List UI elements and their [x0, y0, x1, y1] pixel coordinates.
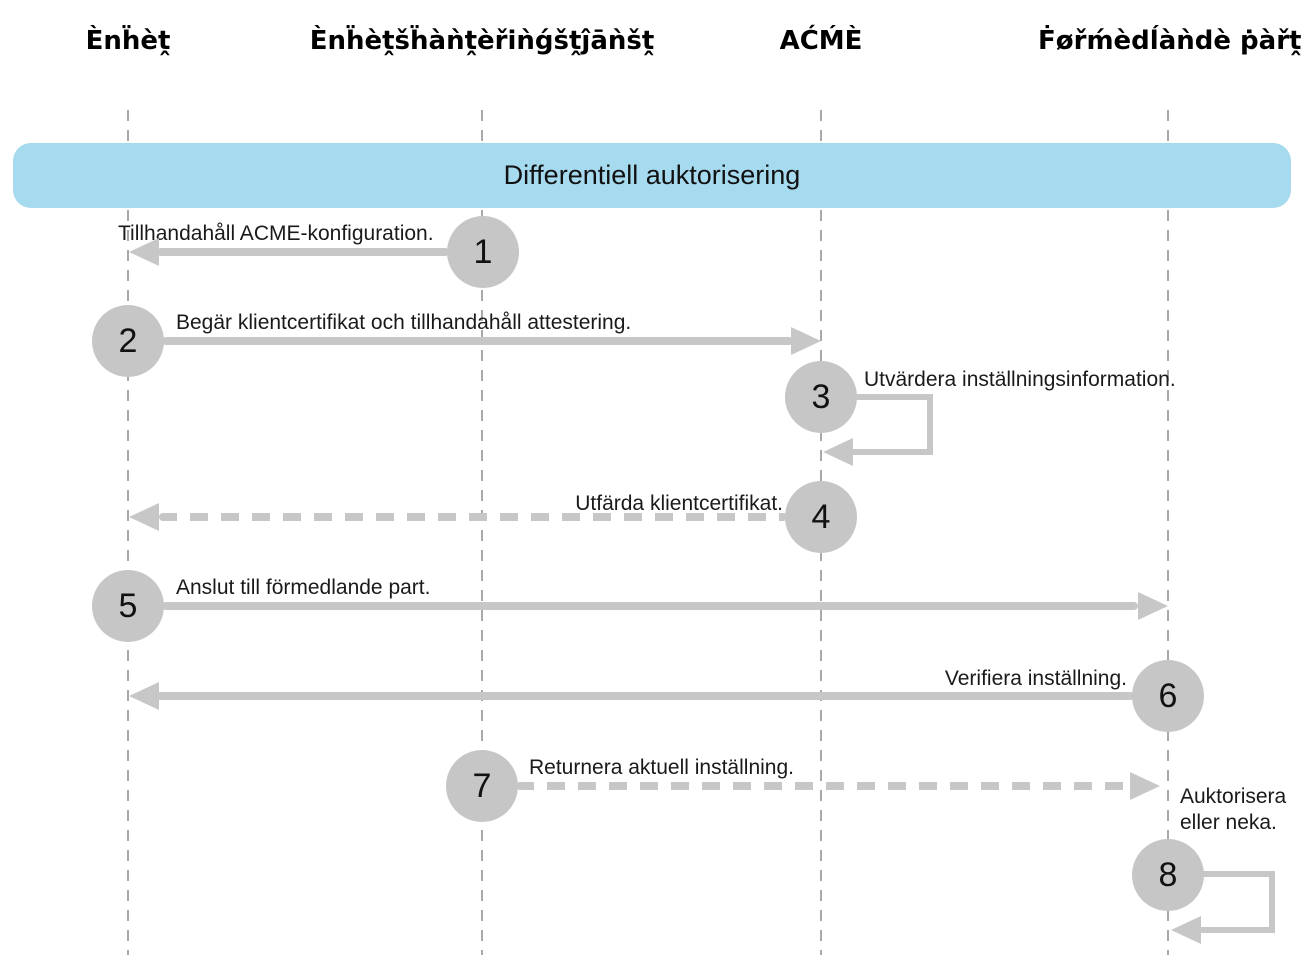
diagram-title: Differentiell auktorisering [503, 160, 801, 190]
step-5-label: Anslut till förmedlande part. [176, 576, 431, 599]
step-6-arrowhead-icon [129, 682, 159, 710]
step-8-loop-bottom [1199, 927, 1275, 933]
step-2-arrowhead-icon [791, 327, 821, 355]
step-8-circle: 8 [1132, 839, 1204, 911]
lifeline-enhetshanteringstjanst [481, 110, 483, 955]
step-6-arrow-line [157, 692, 1134, 700]
step-8-label: Auktorisera eller neka. [1180, 785, 1287, 835]
step-7-circle: 7 [446, 750, 518, 822]
step-4-circle: 4 [785, 481, 857, 553]
actor-label-enhetshanteringstjanst: Ènḧèṱšḧàǹṱèřiǹǵšṱĵāǹšṱ [309, 26, 655, 56]
step-6-circle: 6 [1132, 660, 1204, 732]
lifeline-enhet [127, 110, 129, 955]
step-3-loop-bottom [851, 449, 933, 455]
step-4-label: Utfärda klientcertifikat. [575, 492, 783, 515]
step-8-arrowhead-icon [1171, 916, 1201, 944]
lifeline-formedlande-part [1167, 110, 1169, 955]
step-7-arrow-line [516, 782, 1130, 790]
step-1-label: Tillhandahåll ACME-konfiguration. [118, 222, 434, 245]
step-5-circle: 5 [92, 570, 164, 642]
step-1-circle: 1 [447, 216, 519, 288]
step-6-label: Verifiera inställning. [944, 667, 1127, 690]
step-3-circle: 3 [785, 361, 857, 433]
step-3-arrowhead-icon [823, 438, 853, 466]
step-7-arrowhead-icon [1130, 772, 1160, 800]
actor-label-acme: AĆḾÈ [779, 26, 863, 56]
step-3-label: Utvärdera inställningsinformation. [864, 368, 1176, 391]
step-4-arrowhead-icon [129, 503, 159, 531]
step-2-circle: 2 [92, 305, 164, 377]
step-4-arrow-line [159, 513, 787, 521]
step-3-loop-top [821, 394, 933, 400]
diagram-banner: Differentiell auktorisering [13, 143, 1291, 208]
step-2-label: Begär klientcertifikat och tillhandahåll… [176, 311, 632, 334]
step-8-loop-top [1168, 871, 1275, 877]
step-3-loop-right [927, 394, 933, 455]
step-7-label: Returnera aktuell inställning. [529, 756, 794, 779]
step-2-arrow-line [162, 337, 793, 345]
step-1-arrowhead-icon [129, 238, 159, 266]
actor-label-enhet: Ènḧèṱ [85, 26, 171, 56]
step-5-arrowhead-icon [1138, 592, 1168, 620]
step-5-arrow-line [162, 602, 1138, 610]
step-1-arrow-line [157, 248, 449, 256]
actor-label-formedlande-part: Ḟøřḿèdĺàǹdè ṗàřṱ [1038, 26, 1302, 56]
step-8-loop-right [1269, 871, 1275, 933]
